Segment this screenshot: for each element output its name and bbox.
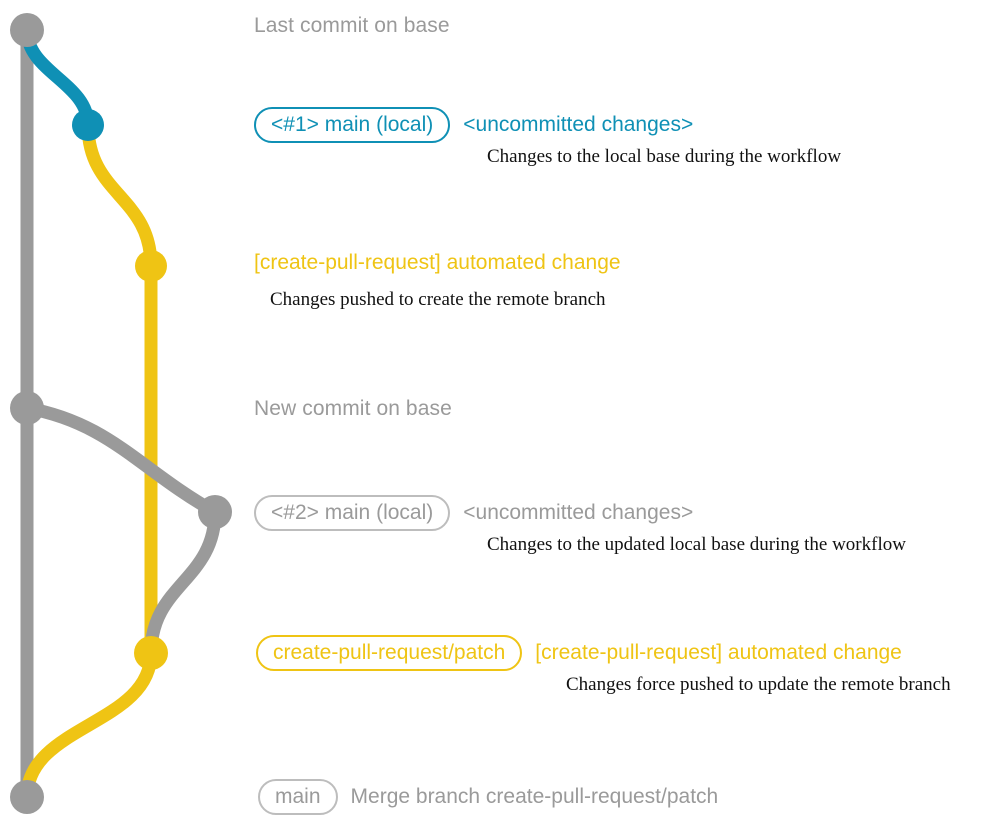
row-new-commit-on-base: New commit on base [254, 397, 452, 421]
commit-note-automated-change-1: Changes pushed to create the remote bran… [270, 289, 606, 310]
node-merge-commit [10, 780, 44, 814]
ref-badge-main-local-2[interactable]: <#2> main (local) [254, 495, 451, 531]
section-title-new-commit-on-base: New commit on base [254, 397, 452, 420]
commit-message-automated-change-1: [create-pull-request] automated change [254, 251, 621, 274]
node-local-commit-1 [72, 109, 104, 141]
commit-note-automated-change-2: Changes force pushed to update the remot… [566, 674, 951, 695]
row-local-commit-1: <#1> main (local) <uncommitted changes> [254, 107, 693, 143]
node-patch-commit-1 [135, 250, 167, 282]
commit-message-automated-change-2: [create-pull-request] automated change [535, 641, 902, 664]
edge-base-new-to-local-2 [20, 401, 222, 519]
node-local-commit-2 [198, 495, 232, 529]
node-base-commit-new [10, 391, 44, 425]
row-automated-change-2: create-pull-request/patch [create-pull-r… [256, 635, 902, 671]
node-patch-commit-2 [134, 636, 168, 670]
ref-badge-create-pull-request-patch[interactable]: create-pull-request/patch [256, 635, 523, 671]
commit-message-merge: Merge branch create-pull-request/patch [350, 785, 719, 808]
edge-local-2-to-patch-2 [144, 505, 222, 660]
commit-note-local-2: Changes to the updated local base during… [487, 534, 906, 555]
ref-badge-main-local-1[interactable]: <#1> main (local) [254, 107, 451, 143]
section-title-last-commit-on-base: Last commit on base [254, 14, 450, 37]
row-last-commit-on-base: Last commit on base [254, 14, 450, 38]
edge-local-1-to-patch-1 [81, 118, 158, 273]
ref-badge-main[interactable]: main [258, 779, 338, 815]
commit-note-local-1: Changes to the local base during the wor… [487, 146, 842, 167]
row-local-commit-2: <#2> main (local) <uncommitted changes> [254, 495, 693, 531]
node-base-commit-top [10, 13, 44, 47]
edge-patch-2-to-merge [20, 646, 158, 804]
row-automated-change-1: [create-pull-request] automated change [254, 251, 621, 275]
commit-message-local-2: <uncommitted changes> [463, 501, 694, 524]
row-merge-commit: main Merge branch create-pull-request/pa… [258, 779, 718, 815]
commit-message-local-1: <uncommitted changes> [463, 113, 694, 136]
